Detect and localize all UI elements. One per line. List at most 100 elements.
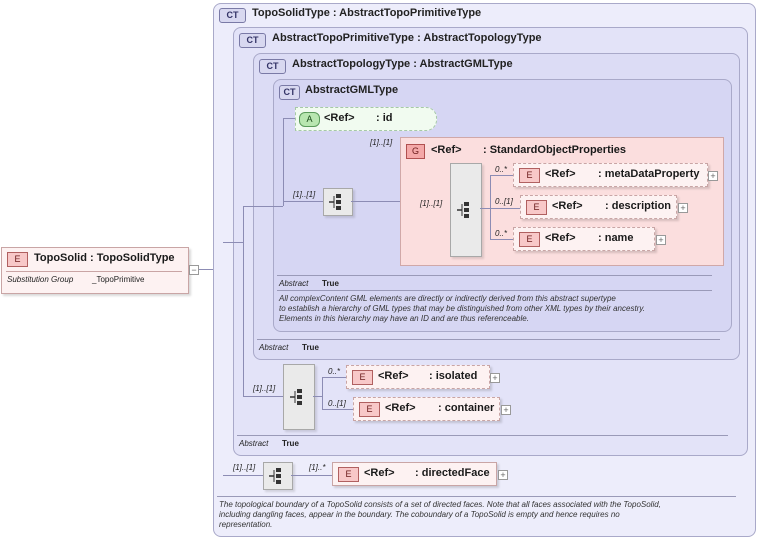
- element-multiplicity: [1]..*: [309, 463, 326, 472]
- abstract-value: True: [282, 439, 299, 448]
- toposolid-documentation: The topological boundary of a TopoSolid …: [219, 500, 751, 530]
- expand-icon[interactable]: +: [708, 171, 718, 181]
- connector: [283, 118, 297, 119]
- sequence-multiplicity: [1]..[1]: [420, 199, 443, 208]
- abstract-label: Abstract: [239, 439, 269, 448]
- element-badge: E: [7, 252, 28, 267]
- connector: [197, 269, 223, 270]
- connector: [283, 118, 284, 206]
- group-ref: <Ref>: [431, 144, 462, 156]
- connector: [291, 475, 332, 476]
- element-multiplicity: 0..[1]: [495, 197, 513, 206]
- connector: [322, 377, 323, 409]
- element-name-ref[interactable]: E <Ref> : name: [513, 227, 655, 251]
- gml-documentation: All complexContent GML elements are dire…: [279, 294, 724, 324]
- element-name: : name: [598, 232, 634, 244]
- connector: [351, 201, 401, 202]
- element-ref: <Ref>: [545, 168, 576, 180]
- collapse-icon[interactable]: −: [189, 265, 199, 275]
- element-multiplicity: 0..*: [495, 229, 508, 238]
- connector: [490, 208, 520, 209]
- divider: [277, 275, 712, 276]
- expand-icon[interactable]: +: [498, 470, 508, 480]
- sequence-icon: [457, 202, 469, 218]
- element-badge: E: [338, 467, 359, 482]
- element-name: : metaDataProperty: [598, 168, 700, 180]
- doc-line: including dangling faces, appear in the …: [219, 510, 620, 519]
- sequence-icon: [329, 194, 341, 210]
- element-badge: E: [359, 402, 380, 417]
- substitution-group-value: _TopoPrimitive: [92, 275, 145, 284]
- complex-type-icon: CT: [239, 33, 266, 48]
- type-title-toposolidtype: TopoSolidType : AbstractTopoPrimitiveTyp…: [252, 7, 482, 19]
- abstract-label: Abstract: [259, 343, 289, 352]
- doc-line: All complexContent GML elements are dire…: [279, 294, 616, 303]
- doc-line: representation.: [219, 520, 273, 529]
- sequence-icon: [269, 468, 281, 484]
- element-badge: E: [519, 168, 540, 183]
- complex-type-icon: CT: [219, 8, 246, 23]
- element-ref: <Ref>: [545, 232, 576, 244]
- sequence-multiplicity: [1]..[1]: [233, 463, 256, 472]
- expand-icon[interactable]: +: [501, 405, 511, 415]
- element-directedface[interactable]: E <Ref> : directedFace: [332, 462, 497, 486]
- element-isolated[interactable]: E <Ref> : isolated: [346, 365, 490, 389]
- doc-line: to establish a hierarchy of GML types th…: [279, 304, 645, 313]
- type-title-abstracttopoprimitivetype: AbstractTopoPrimitiveType : AbstractTopo…: [272, 32, 542, 44]
- element-name: : isolated: [429, 370, 478, 382]
- root-element-toposolid[interactable]: E TopoSolid : TopoSolidType Substitution…: [1, 247, 189, 294]
- element-ref: <Ref>: [552, 200, 583, 212]
- sequence-multiplicity: [1]..[1]: [253, 384, 276, 393]
- divider: [257, 339, 720, 340]
- type-title-abstracttopologytype: AbstractTopologyType : AbstractGMLType: [292, 58, 513, 70]
- connector: [322, 409, 353, 410]
- group-name: : StandardObjectProperties: [483, 144, 627, 156]
- element-name: : directedFace: [415, 467, 490, 479]
- connector: [263, 206, 283, 207]
- divider: [277, 290, 712, 291]
- connector: [322, 377, 346, 378]
- element-badge: E: [526, 200, 547, 215]
- attribute-id[interactable]: A <Ref> : id: [295, 107, 437, 131]
- root-element-name: TopoSolid : TopoSolidType: [34, 252, 175, 264]
- element-metadataproperty[interactable]: E <Ref> : metaDataProperty: [513, 163, 708, 187]
- sequence-compositor[interactable]: [323, 188, 353, 216]
- connector: [490, 175, 491, 239]
- sequence-compositor[interactable]: [263, 462, 293, 490]
- expand-icon[interactable]: +: [490, 373, 500, 383]
- sequence-compositor[interactable]: [283, 364, 315, 430]
- group-badge: G: [406, 144, 425, 159]
- doc-line: The topological boundary of a TopoSolid …: [219, 500, 661, 509]
- element-name: : container: [438, 402, 495, 414]
- substitution-group-label: Substitution Group: [7, 275, 74, 284]
- connector: [490, 239, 514, 240]
- element-description[interactable]: E <Ref> : description: [520, 195, 677, 219]
- element-multiplicity: 0..[1]: [328, 399, 346, 408]
- element-ref: <Ref>: [385, 402, 416, 414]
- group-multiplicity: [1]..[1]: [370, 138, 393, 147]
- divider: [217, 496, 736, 497]
- expand-icon[interactable]: +: [678, 203, 688, 213]
- element-container[interactable]: E <Ref> : container: [353, 397, 500, 421]
- abstract-value: True: [302, 343, 319, 352]
- attribute-name: : id: [376, 112, 393, 124]
- connector: [223, 242, 243, 243]
- element-multiplicity: 0..*: [495, 165, 508, 174]
- type-title-abstractgmltype: AbstractGMLType: [305, 84, 399, 96]
- abstract-label: Abstract: [279, 279, 309, 288]
- connector: [490, 175, 514, 176]
- complex-type-icon: CT: [279, 85, 300, 100]
- attribute-badge: A: [299, 112, 320, 127]
- connector: [283, 201, 323, 202]
- sequence-compositor[interactable]: [450, 163, 482, 257]
- connector: [243, 396, 283, 397]
- connector: [243, 206, 244, 396]
- expand-icon[interactable]: +: [656, 235, 666, 245]
- connector: [243, 206, 263, 207]
- attribute-ref: <Ref>: [324, 112, 355, 124]
- element-badge: E: [519, 232, 540, 247]
- element-badge: E: [352, 370, 373, 385]
- doc-line: Elements in this hierarchy may have an I…: [279, 314, 529, 323]
- divider: [237, 435, 728, 436]
- complex-type-icon: CT: [259, 59, 286, 74]
